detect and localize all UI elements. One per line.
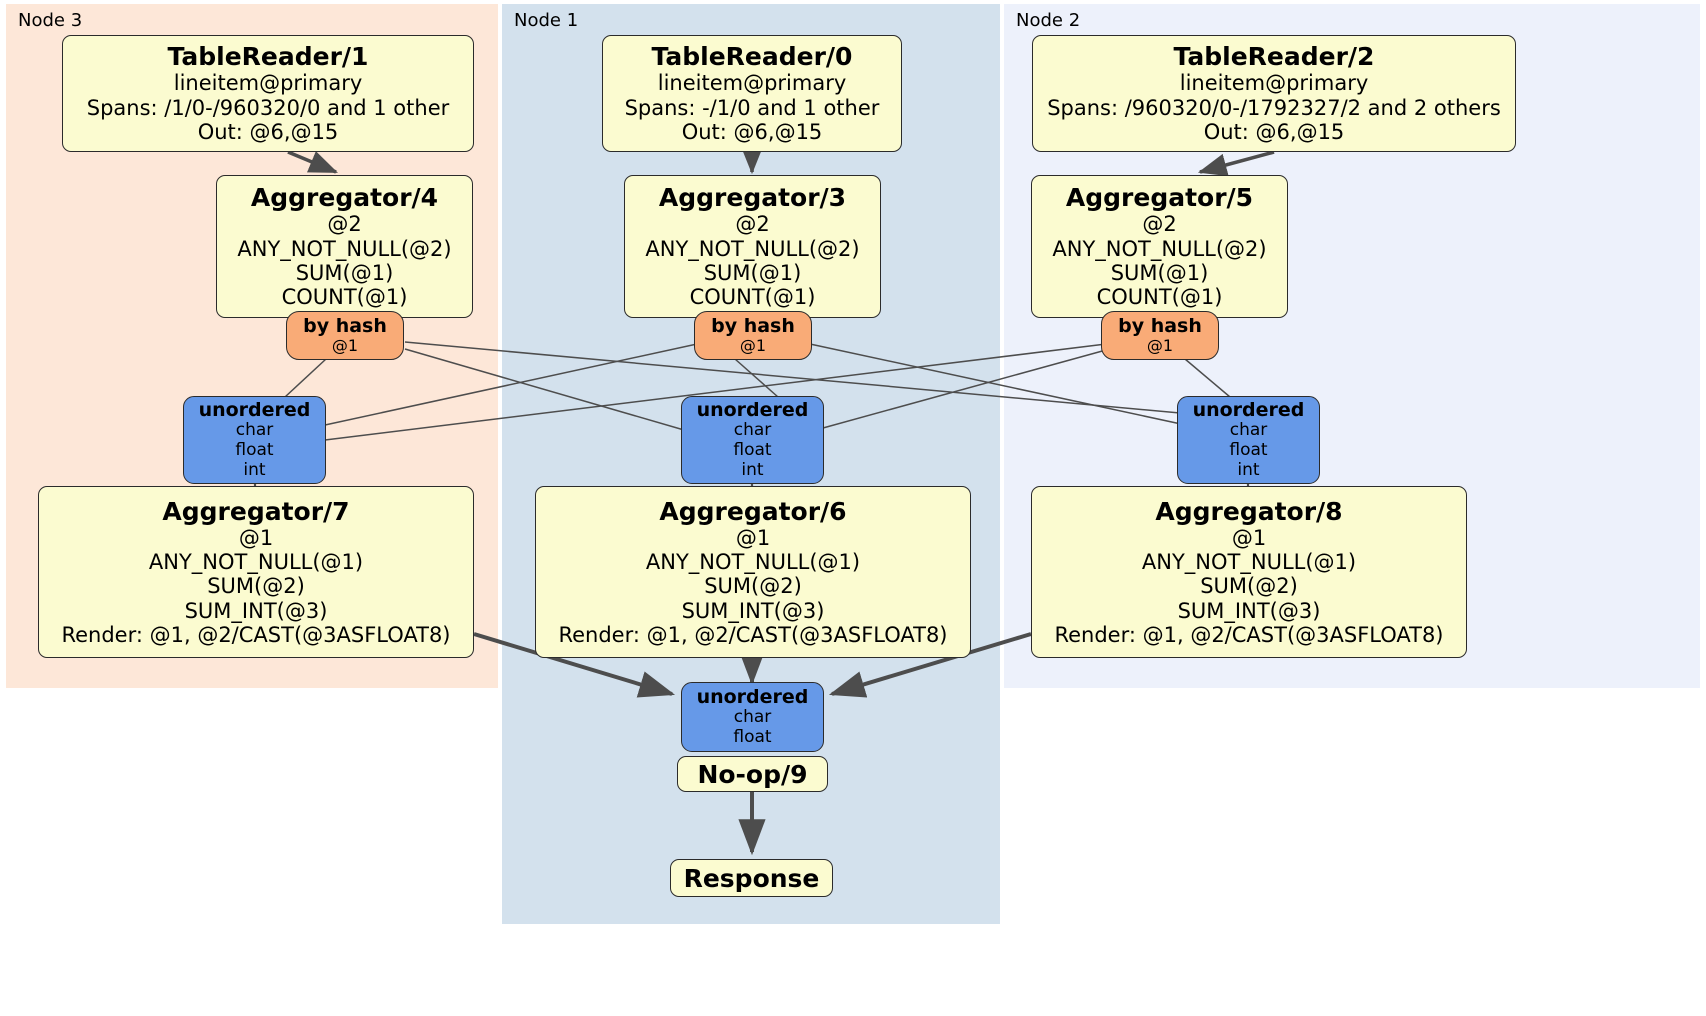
box-line: int (1237, 459, 1260, 480)
box-line: @1 (238, 525, 274, 550)
box-line: char (733, 707, 772, 728)
box-line: SUM(@2) (207, 574, 305, 599)
box-line: float (1229, 440, 1268, 461)
box-line: Render: @1, @2/CAST(@3ASFLOAT8) (61, 623, 451, 648)
box-line: int (243, 459, 266, 480)
synchronizer-unordered-left[interactable]: unordered char float int (183, 396, 326, 484)
node-tablereader-2[interactable]: TableReader/2 lineitem@primary Spans: /9… (1032, 35, 1516, 152)
box-line: Spans: /960320/0-/1792327/2 and 2 others (1047, 95, 1501, 120)
box-line: float (733, 727, 772, 748)
synchronizer-unordered-middle[interactable]: unordered char float int (681, 396, 824, 484)
box-line: @1 (1231, 525, 1267, 550)
cluster-label-node-1: Node 1 (514, 10, 579, 31)
box-line: SUM_INT(@3) (184, 598, 328, 623)
node-aggregator-5[interactable]: Aggregator/5 @2 ANY_NOT_NULL(@2) SUM(@1)… (1031, 175, 1288, 318)
box-line: @1 (735, 525, 771, 550)
node-tablereader-0[interactable]: TableReader/0 lineitem@primary Spans: -/… (602, 35, 902, 152)
box-line: ANY_NOT_NULL(@2) (645, 236, 860, 261)
box-title: unordered (696, 399, 809, 422)
box-line: char (733, 420, 772, 441)
node-aggregator-6[interactable]: Aggregator/6 @1 ANY_NOT_NULL(@1) SUM(@2)… (535, 486, 971, 658)
box-title: TableReader/0 (651, 42, 853, 72)
box-line: Spans: /1/0-/960320/0 and 1 other (86, 95, 450, 120)
node-aggregator-3[interactable]: Aggregator/3 @2 ANY_NOT_NULL(@2) SUM(@1)… (624, 175, 881, 318)
box-title: Aggregator/5 (1065, 183, 1254, 213)
box-line: Spans: -/1/0 and 1 other (624, 95, 880, 120)
box-title: by hash (303, 315, 387, 338)
box-title: TableReader/1 (167, 42, 369, 72)
box-line: COUNT(@1) (689, 285, 816, 310)
box-line: SUM_INT(@3) (681, 598, 825, 623)
node-no-op-9[interactable]: No-op/9 (677, 756, 828, 792)
box-title: by hash (1118, 315, 1202, 338)
box-line: ANY_NOT_NULL(@1) (645, 549, 861, 574)
cluster-label-node-3: Node 3 (18, 10, 83, 31)
box-line: float (235, 440, 274, 461)
box-title: Response (683, 863, 820, 893)
box-line: SUM(@1) (703, 261, 802, 285)
box-title: Aggregator/4 (250, 183, 439, 213)
box-line: @2 (735, 212, 770, 237)
synchronizer-unordered-right[interactable]: unordered char float int (1177, 396, 1320, 484)
box-title: by hash (711, 315, 795, 338)
box-title: Aggregator/3 (658, 183, 847, 213)
node-response[interactable]: Response (670, 859, 833, 897)
node-aggregator-7[interactable]: Aggregator/7 @1 ANY_NOT_NULL(@1) SUM(@2)… (38, 486, 474, 658)
box-line: char (235, 420, 274, 441)
router-by-hash-left[interactable]: by hash @1 (286, 311, 404, 360)
box-title: Aggregator/7 (162, 496, 350, 526)
router-by-hash-right[interactable]: by hash @1 (1101, 311, 1219, 360)
box-line: lineitem@primary (1179, 71, 1369, 96)
cluster-label-node-2: Node 2 (1016, 10, 1081, 31)
box-title: Aggregator/6 (659, 496, 847, 526)
box-line: char (1229, 420, 1268, 441)
box-line: Render: @1, @2/CAST(@3ASFLOAT8) (1054, 623, 1444, 648)
box-line: SUM(@2) (1200, 574, 1298, 599)
box-title: unordered (198, 399, 311, 422)
router-by-hash-middle[interactable]: by hash @1 (694, 311, 812, 360)
box-line: SUM(@1) (1110, 261, 1209, 285)
node-tablereader-1[interactable]: TableReader/1 lineitem@primary Spans: /1… (62, 35, 474, 152)
box-line: @1 (1146, 336, 1174, 356)
synchronizer-unordered-final[interactable]: unordered char float (681, 682, 824, 752)
box-line: Out: @6,@15 (1203, 120, 1345, 145)
box-line: Render: @1, @2/CAST(@3ASFLOAT8) (558, 623, 948, 648)
box-title: Aggregator/8 (1155, 496, 1343, 526)
box-title: unordered (1192, 399, 1305, 422)
box-line: ANY_NOT_NULL(@1) (148, 549, 364, 574)
box-line: SUM(@2) (704, 574, 802, 599)
box-line: COUNT(@1) (281, 285, 408, 310)
box-line: float (733, 440, 772, 461)
box-title: No-op/9 (697, 759, 808, 789)
box-line: ANY_NOT_NULL(@2) (1052, 236, 1267, 261)
box-title: TableReader/2 (1173, 42, 1375, 72)
box-line: @1 (739, 336, 767, 356)
box-line: @2 (1142, 212, 1177, 237)
box-line: Out: @6,@15 (681, 120, 823, 145)
box-line: SUM_INT(@3) (1177, 598, 1321, 623)
box-line: lineitem@primary (657, 71, 847, 96)
node-aggregator-8[interactable]: Aggregator/8 @1 ANY_NOT_NULL(@1) SUM(@2)… (1031, 486, 1467, 658)
box-line: int (741, 459, 764, 480)
box-line: @1 (331, 336, 359, 356)
box-line: COUNT(@1) (1096, 285, 1223, 310)
box-line: ANY_NOT_NULL(@1) (1141, 549, 1357, 574)
box-line: @2 (327, 212, 362, 237)
box-line: ANY_NOT_NULL(@2) (237, 236, 452, 261)
box-title: unordered (696, 686, 809, 709)
box-line: Out: @6,@15 (197, 120, 339, 145)
box-line: lineitem@primary (173, 71, 363, 96)
node-aggregator-4[interactable]: Aggregator/4 @2 ANY_NOT_NULL(@2) SUM(@1)… (216, 175, 473, 318)
box-line: SUM(@1) (295, 261, 394, 285)
